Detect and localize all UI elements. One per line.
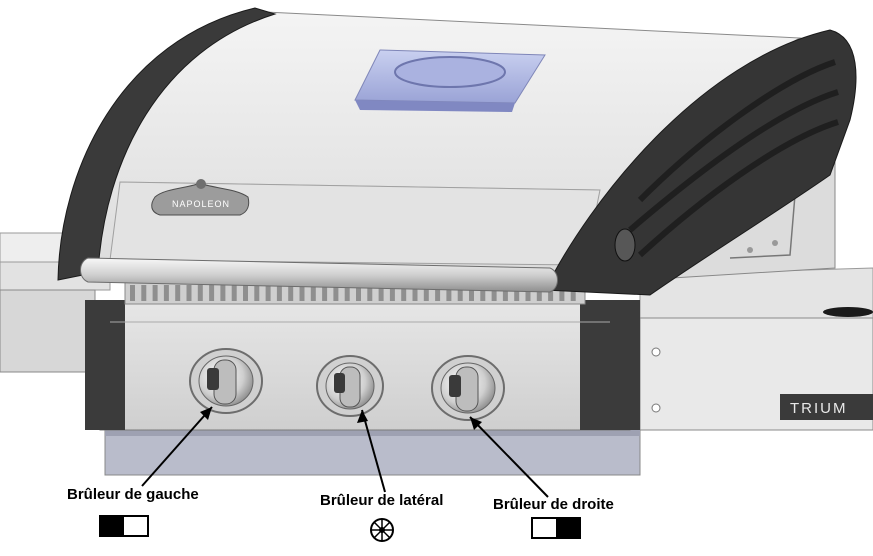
vent-slot	[514, 285, 520, 301]
vent-slot	[209, 285, 215, 301]
vent-slot	[141, 285, 147, 301]
side-burner-knob[interactable]	[316, 355, 384, 417]
vent-slot	[276, 285, 282, 301]
left-burner-label: Brûleur de gauche	[67, 486, 199, 503]
vent-slot	[344, 285, 350, 301]
model-badge-text: TRIUM	[790, 400, 848, 417]
vent-slot	[231, 285, 237, 301]
brand-logo-text: NAPOLEON	[172, 199, 230, 209]
vent-slot	[243, 285, 248, 301]
left-burner-knob[interactable]	[189, 348, 263, 414]
left-burner-indicator-icon	[99, 515, 149, 537]
vent-slot	[367, 285, 373, 301]
vent-slot	[163, 285, 169, 301]
vent-slot	[152, 285, 158, 301]
vent-slot	[378, 285, 384, 301]
vent-slot	[186, 285, 192, 301]
vent-slot	[310, 285, 316, 301]
lid-right-frame	[544, 29, 857, 296]
cart-body	[104, 429, 641, 476]
right-side-shelf: TRIUM	[639, 267, 873, 431]
vent-slot	[254, 285, 260, 301]
vent-slot	[536, 285, 542, 301]
vent-slot	[491, 285, 497, 301]
vent-slot	[502, 285, 508, 301]
vent-slot	[480, 285, 486, 301]
vent-slot	[457, 285, 463, 301]
vent-slot	[288, 285, 294, 301]
left-pointer-arrow	[141, 406, 213, 487]
right-pointer-arrow	[469, 416, 549, 498]
vent-slot	[401, 285, 407, 301]
right-burner-label: Brûleur de droite	[493, 496, 614, 513]
vent-slot	[130, 285, 135, 301]
vent-slot	[570, 285, 576, 301]
vent-slot	[356, 285, 361, 301]
vent-slot	[299, 285, 305, 301]
brand-logo: NAPOLEON	[151, 179, 250, 216]
middle-pointer-arrow	[357, 409, 386, 493]
right-burner-knob[interactable]	[431, 355, 505, 421]
vent-slot	[423, 285, 429, 301]
vent-slot	[265, 285, 271, 301]
vent-slot	[469, 285, 474, 301]
vent-slot	[412, 285, 418, 301]
side-burner-label: Brûleur de latéral	[320, 492, 444, 509]
vent-slot	[435, 285, 441, 301]
vent-slot	[175, 285, 181, 301]
vent-slot	[389, 285, 395, 301]
vent-slot	[220, 285, 226, 301]
vent-slot	[525, 285, 531, 301]
lid-left-frame	[57, 7, 277, 281]
right-burner-indicator-icon	[531, 517, 581, 539]
vent-slot	[322, 285, 328, 301]
lid-window	[354, 49, 546, 112]
vent-slot	[446, 285, 452, 301]
side-burner-wheel-icon	[368, 516, 396, 544]
vent-slot	[559, 285, 565, 301]
vent-slot	[333, 285, 339, 301]
vent-slot	[197, 285, 203, 301]
lid-handle	[80, 257, 558, 293]
vent-slot	[548, 285, 554, 301]
